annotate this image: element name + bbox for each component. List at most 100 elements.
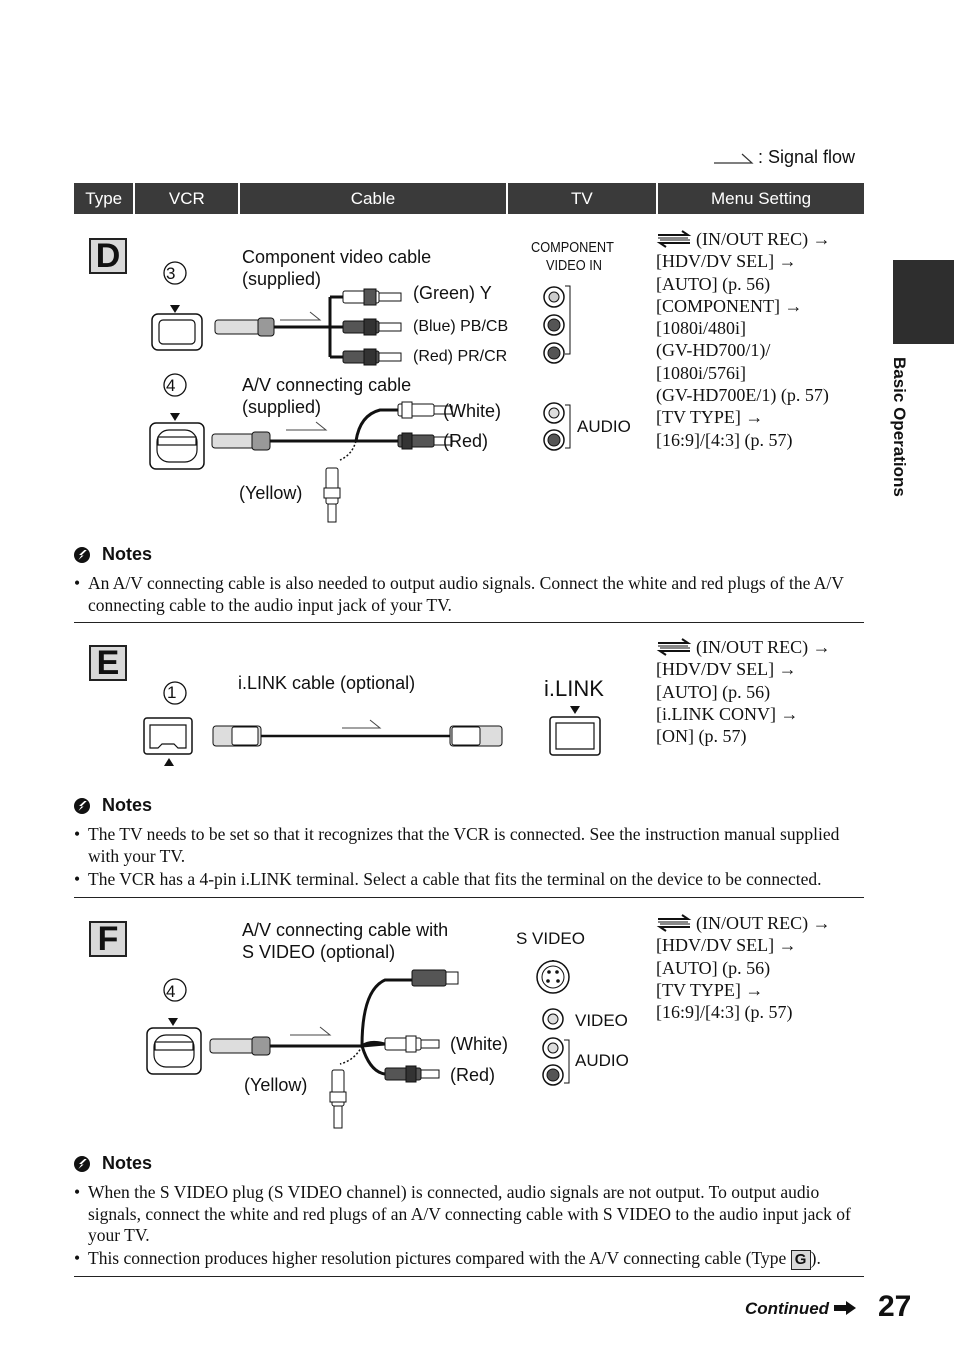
col-cable: Cable bbox=[240, 183, 508, 214]
menu-line: [AUTO] (p. 56) bbox=[656, 273, 771, 294]
menu-line: [HDV/DV SEL] → bbox=[656, 659, 797, 680]
green-label: (Green) Y bbox=[413, 283, 492, 303]
step-1-circle bbox=[163, 681, 187, 705]
svideo-cable-label-2: S VIDEO (optional) bbox=[242, 942, 396, 962]
ilink-cable-label: i.LINK cable (optional) bbox=[238, 673, 416, 693]
section-d-letter: D bbox=[89, 237, 127, 275]
rca-red-plug bbox=[384, 1065, 440, 1083]
vcr-av-jack bbox=[146, 1027, 202, 1075]
tv-audio-label: AUDIO bbox=[575, 1051, 629, 1070]
menu-line: [COMPONENT] → bbox=[656, 295, 803, 316]
menu-line: [HDV/DV SEL] → bbox=[656, 251, 797, 272]
menu-line: [HDV/DV SEL] → bbox=[656, 935, 797, 956]
tv-audio-label: AUDIO bbox=[577, 417, 631, 436]
menu-line: [1080i/480i] bbox=[656, 318, 746, 339]
menu-setting-f: (IN/OUT REC) → [HDV/DV SEL] → [AUTO] (p.… bbox=[656, 912, 831, 1023]
vcr-av-jack bbox=[149, 422, 205, 470]
menu-line: [AUTO] (p. 56) bbox=[656, 957, 771, 978]
side-tab bbox=[893, 260, 954, 344]
divider bbox=[74, 1276, 864, 1277]
rca-white-plug bbox=[384, 1035, 440, 1053]
menu-line: [16:9]/[4:3] (p. 57) bbox=[656, 1002, 793, 1023]
section-d-diagram bbox=[149, 261, 571, 523]
white-label: (White) bbox=[450, 1034, 508, 1054]
tv-ilink-jack bbox=[549, 716, 601, 756]
step-4-circle bbox=[163, 978, 187, 1002]
white-label: (White) bbox=[443, 401, 501, 421]
vcr-component-jack bbox=[151, 313, 203, 351]
arrow-right-icon bbox=[833, 1301, 856, 1315]
menu-icon bbox=[656, 230, 692, 248]
av-cable-label-2: (supplied) bbox=[242, 397, 322, 417]
notes-icon bbox=[74, 1155, 90, 1172]
notes-icon bbox=[74, 797, 90, 814]
yellow-label: (Yellow) bbox=[244, 1075, 308, 1095]
menu-setting-e: (IN/OUT REC) → [HDV/DV SEL] → [AUTO] (p.… bbox=[656, 636, 831, 747]
section-e-diagram bbox=[143, 681, 601, 766]
menu-line: [TV TYPE] → bbox=[656, 407, 764, 428]
menu-line: [16:9]/[4:3] (p. 57) bbox=[656, 429, 793, 450]
notes-e-item-2: •The VCR has a 4-pin i.LINK terminal. Se… bbox=[74, 869, 822, 889]
step-3-circle bbox=[163, 261, 187, 285]
type-g-badge: G bbox=[790, 1249, 811, 1270]
rca-yellow-plug bbox=[323, 467, 341, 523]
red-label: (Red) bbox=[450, 1065, 496, 1085]
divider bbox=[74, 897, 864, 898]
menu-line: (IN/OUT REC) → bbox=[656, 228, 831, 250]
red-pr-label: (Red) PR/CR bbox=[413, 348, 508, 365]
rca-red-plug bbox=[342, 348, 402, 366]
rca-yellow-plug bbox=[329, 1069, 347, 1129]
divider bbox=[74, 622, 864, 623]
table-header: Type VCR Cable TV Menu Setting bbox=[74, 183, 864, 214]
menu-line: (GV-HD700/1)/ bbox=[656, 340, 771, 361]
notes-e-item-1: •The TV needs to be set so that it recog… bbox=[74, 824, 840, 866]
continued-label: Continued bbox=[745, 1299, 856, 1319]
side-tab-label: Basic Operations bbox=[890, 357, 909, 497]
menu-line: [ON] (p. 57) bbox=[656, 726, 747, 747]
rca-white-plug bbox=[397, 401, 453, 419]
section-e-letter: E bbox=[89, 644, 127, 682]
step-1-label: 1 bbox=[167, 683, 177, 702]
rca-red-plug-audio bbox=[397, 432, 453, 450]
component-cable-label-1: Component video cable bbox=[242, 247, 432, 267]
svideo-cable-label-1: A/V connecting cable with bbox=[242, 920, 449, 940]
menu-line: [1080i/576i] bbox=[656, 362, 746, 383]
menu-line: (GV-HD700E/1) (p. 57) bbox=[656, 385, 829, 406]
step-4-label: 4 bbox=[166, 376, 176, 395]
menu-line: [i.LINK CONV] → bbox=[656, 703, 799, 724]
tv-ilink-label: i.LINK bbox=[544, 676, 604, 701]
notes-icon bbox=[74, 546, 90, 563]
notes-f-heading: Notes bbox=[74, 1153, 152, 1174]
col-menu: Menu Setting bbox=[710, 188, 812, 208]
signal-flow-label: : Signal flow bbox=[758, 147, 856, 167]
s-video-plug bbox=[411, 969, 459, 987]
notes-d-heading: Notes bbox=[74, 544, 152, 565]
tv-video-label: VIDEO bbox=[575, 1011, 628, 1030]
step-3-label: 3 bbox=[166, 264, 176, 283]
col-type: Type bbox=[74, 183, 136, 214]
av-cable-label-1: A/V connecting cable bbox=[242, 375, 412, 395]
menu-icon bbox=[656, 914, 692, 932]
page-number: 27 bbox=[878, 1290, 912, 1323]
blue-label: (Blue) PB/CB bbox=[413, 318, 509, 335]
rca-green-plug bbox=[342, 288, 402, 306]
svg-text:Basic Operations: Basic Operations bbox=[890, 357, 909, 497]
menu-line: [AUTO] (p. 56) bbox=[656, 681, 771, 702]
notes-f-item-1: •When the S VIDEO plug (S VIDEO channel)… bbox=[74, 1182, 851, 1245]
component-cable-label-2: (supplied) bbox=[242, 269, 322, 289]
vcr-ilink-jack bbox=[143, 717, 193, 755]
col-vcr: VCR bbox=[135, 183, 241, 214]
yellow-label: (Yellow) bbox=[239, 483, 303, 503]
notes-d-item: •An A/V connecting cable is also needed … bbox=[74, 573, 844, 615]
tv-svideo-label: S VIDEO bbox=[516, 929, 585, 948]
section-f-diagram bbox=[146, 960, 570, 1129]
menu-icon bbox=[656, 638, 692, 656]
step-4-label: 4 bbox=[166, 982, 176, 1001]
notes-f-item-2: •This connection produces higher resolut… bbox=[74, 1248, 821, 1270]
signal-arrow-icon bbox=[714, 153, 754, 164]
signal-flow-legend: : Signal flow bbox=[712, 147, 855, 168]
step-4-circle bbox=[163, 373, 187, 397]
rca-blue-plug bbox=[342, 318, 402, 336]
tv-component-label-2: VIDEO IN bbox=[546, 257, 602, 274]
red-label: (Red) bbox=[443, 431, 489, 451]
